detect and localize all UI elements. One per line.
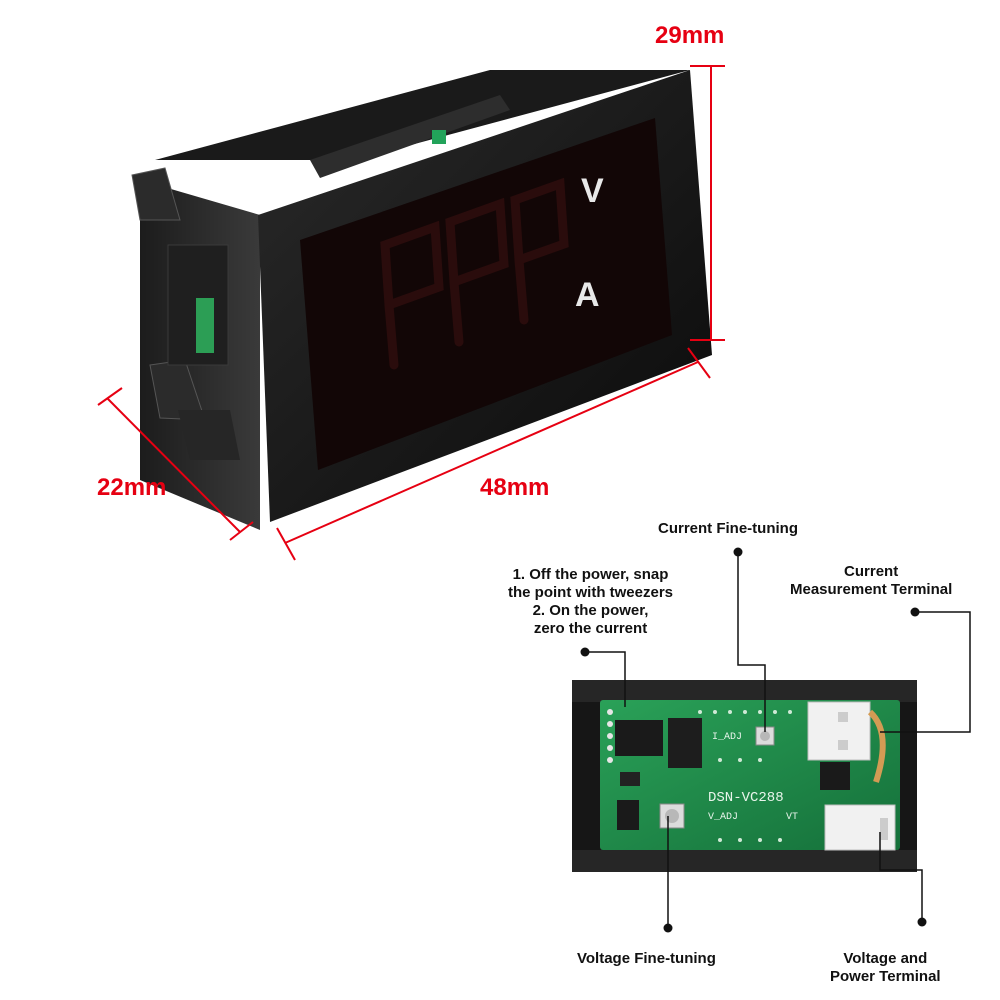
pcb-model-label: DSN-VC288 [708, 790, 784, 806]
callout-voltage-terminal-line-2: Power Terminal [830, 968, 941, 985]
callout-zero-line-3: 2. On the power, [532, 602, 649, 619]
pcb-back-view [572, 680, 917, 872]
callout-current-fine-tuning: Current Fine-tuning [658, 520, 798, 537]
callout-zero-instructions: 1. Off the power, snap the point with tw… [508, 566, 673, 638]
pcb-vt-label: VT [786, 812, 799, 823]
callout-current-terminal-line-1: Current [844, 563, 899, 580]
callout-dots [580, 547, 927, 933]
callout-zero-line-1: 1. Off the power, snap [512, 566, 669, 583]
pcb-i-adj-label: I_ADJ [712, 732, 743, 743]
dimension-height-label: 29mm [655, 22, 725, 49]
meter-side-body [131, 70, 690, 530]
callout-current-terminal-line-2: Measurement Terminal [790, 581, 953, 598]
dimension-width-label: 48mm [480, 474, 550, 501]
callout-voltage-fine-tuning: Voltage Fine-tuning [577, 950, 716, 967]
current-symbol: A [575, 276, 600, 314]
pcb-v-adj-label: V_ADJ [708, 812, 739, 823]
dimension-lines [97, 65, 725, 561]
voltage-symbol: V [581, 172, 604, 210]
callout-voltage-terminal-line-1: Voltage and [843, 950, 928, 967]
callout-zero-line-2: the point with tweezers [508, 584, 674, 601]
current-terminal-block [807, 701, 871, 761]
side-connector [196, 298, 214, 353]
meter-front-bezel [258, 70, 712, 522]
callout-current-terminal: Current Measurement Terminal [790, 563, 952, 599]
callout-leaders [585, 552, 971, 928]
callout-zero-line-4: zero the current [533, 620, 648, 637]
dimension-depth-label: 22mm [97, 474, 167, 501]
callout-voltage-terminal: Voltage and Power Terminal [830, 950, 941, 986]
